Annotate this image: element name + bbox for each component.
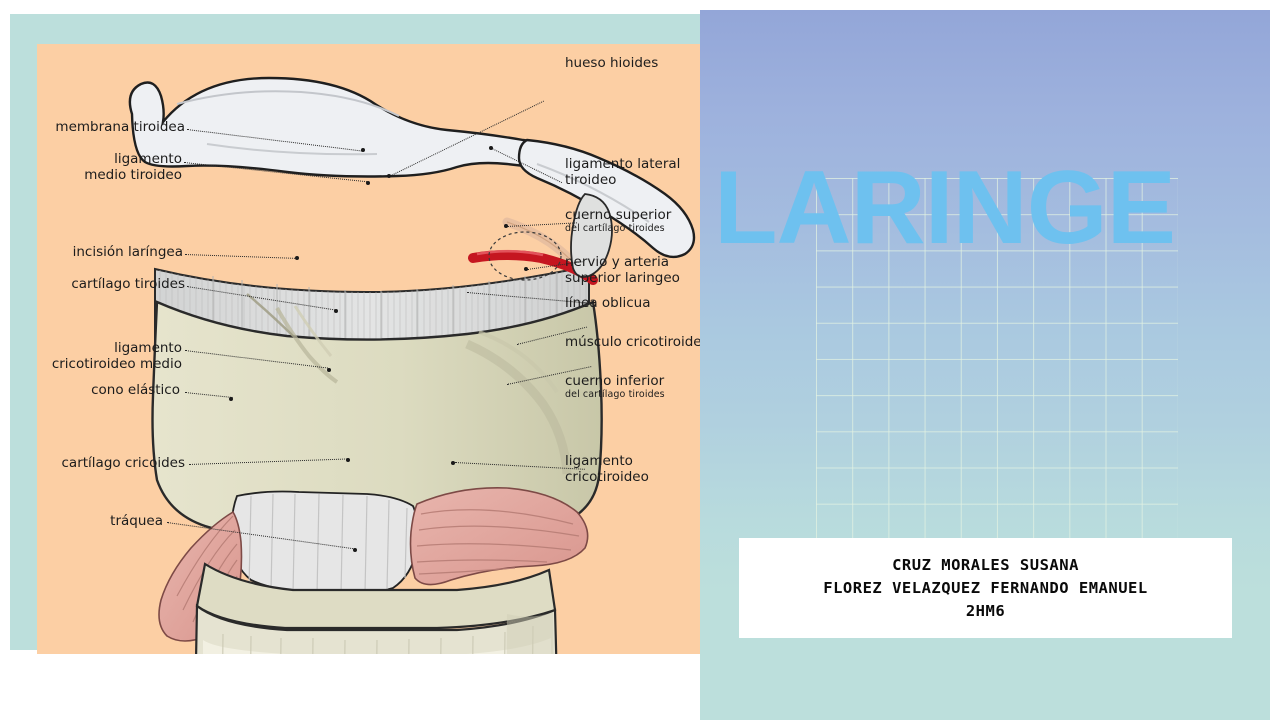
label-hueso-hioides: hueso hioides xyxy=(565,55,659,72)
leader-dot xyxy=(346,458,350,462)
leader-dot xyxy=(504,224,508,228)
label-ligamento-lateral-tiroideo: ligamento lateral tiroideo xyxy=(565,156,681,189)
label-nervio-arteria-superior-laringeo: nervio y arteria superior laringeo xyxy=(565,254,680,287)
label-subtext: del cartílago tiroides xyxy=(565,222,665,234)
label-text-line2: medio tiroideo xyxy=(84,166,182,183)
cricothyroid-ligament-shape xyxy=(230,490,420,596)
leader-dot xyxy=(451,461,455,465)
label-text: incisión laríngea xyxy=(72,244,183,260)
credit-line-1: CRUZ MORALES SUSANA xyxy=(892,556,1079,574)
label-text: ligamento xyxy=(114,340,182,356)
grid-decoration xyxy=(816,178,1178,540)
label-cuerno-inferior: cuerno inferior del cartílago tiroides xyxy=(565,373,665,401)
thyroid-cartilage-shape xyxy=(151,300,603,540)
page-title: LARINGE xyxy=(714,150,1176,266)
leader-dot xyxy=(387,174,391,178)
label-traquea: tráquea xyxy=(37,513,163,530)
label-text: ligamento lateral xyxy=(565,156,681,172)
label-text: cuerno superior xyxy=(565,207,672,223)
label-ligamento-cricotiroideo: ligamento cricotiroideo xyxy=(565,453,649,486)
label-text: hueso hioides xyxy=(565,55,659,71)
title-panel: LARINGE CRUZ MORALES SUSANA FLOREZ VELAZ… xyxy=(700,10,1270,720)
label-text: músculo cricotiroideo xyxy=(565,334,710,350)
label-text: tráquea xyxy=(110,513,163,529)
label-text: cuerno inferior xyxy=(565,373,665,389)
figure-mat: membrana tiroidea ligamento medio tiroid… xyxy=(10,14,710,654)
leader-dot xyxy=(353,548,357,552)
trachea-shape xyxy=(194,603,558,654)
leader-dot xyxy=(366,181,370,185)
label-ligamento-medio-tiroideo: ligamento medio tiroideo xyxy=(37,151,182,184)
credit-line-3: 2HM6 xyxy=(965,602,1006,620)
label-incision-laringea: incisión laríngea xyxy=(37,244,183,261)
label-linea-oblicua: línea oblicua xyxy=(565,295,651,312)
label-ligamento-cricotiroideo-medio: ligamento cricotiroideo medio xyxy=(37,340,182,373)
label-text: cartílago tiroides xyxy=(71,276,185,292)
leader-dot xyxy=(361,148,365,152)
label-text: línea oblicua xyxy=(565,295,651,311)
leader-dot xyxy=(334,309,338,313)
label-cuerno-superior: cuerno superior del cartílago tiroides xyxy=(565,207,672,235)
label-subtext: del cartílago tiroides xyxy=(565,388,665,400)
label-musculo-cricotiroideo: músculo cricotiroideo xyxy=(565,334,710,351)
label-cartilago-cricoides: cartílago cricoides xyxy=(37,455,186,472)
label-text: nervio y arteria xyxy=(565,254,669,270)
label-text: cartílago cricoides xyxy=(61,455,186,471)
label-text: membrana tiroidea xyxy=(55,119,185,135)
hyoid-bone-shape xyxy=(128,76,696,259)
label-text: ligamento xyxy=(114,151,182,167)
laryngeal-notch-shape xyxy=(246,293,294,337)
label-text-line2: superior laringeo xyxy=(565,269,680,286)
leader-dot xyxy=(327,368,331,372)
label-cartilago-tiroides: cartílago tiroides xyxy=(37,276,185,293)
label-membrana-tiroidea: membrana tiroidea xyxy=(37,119,185,136)
leader-dot xyxy=(229,397,233,401)
label-text-line2: cricotiroideo xyxy=(565,468,649,485)
label-text-line2: tiroideo xyxy=(565,171,617,188)
leader-dot xyxy=(295,256,299,260)
credit-line-2: FLOREZ VELAZQUEZ FERNANDO EMANUEL xyxy=(823,579,1148,597)
superior-cornu-shape xyxy=(570,193,613,278)
credits-textbox: CRUZ MORALES SUSANA FLOREZ VELAZQUEZ FER… xyxy=(739,538,1232,638)
label-text: cono elástico xyxy=(91,382,180,398)
larynx-figure: membrana tiroidea ligamento medio tiroid… xyxy=(37,44,710,654)
larynx-illustration xyxy=(128,76,696,654)
label-cono-elastico: cono elástico xyxy=(37,382,180,399)
leader-dot xyxy=(489,146,493,150)
leader-dot xyxy=(524,267,528,271)
label-text: ligamento xyxy=(565,453,633,469)
cricothyroid-muscle-right-shape xyxy=(409,487,589,586)
label-text-line2: cricotiroideo medio xyxy=(51,355,182,372)
